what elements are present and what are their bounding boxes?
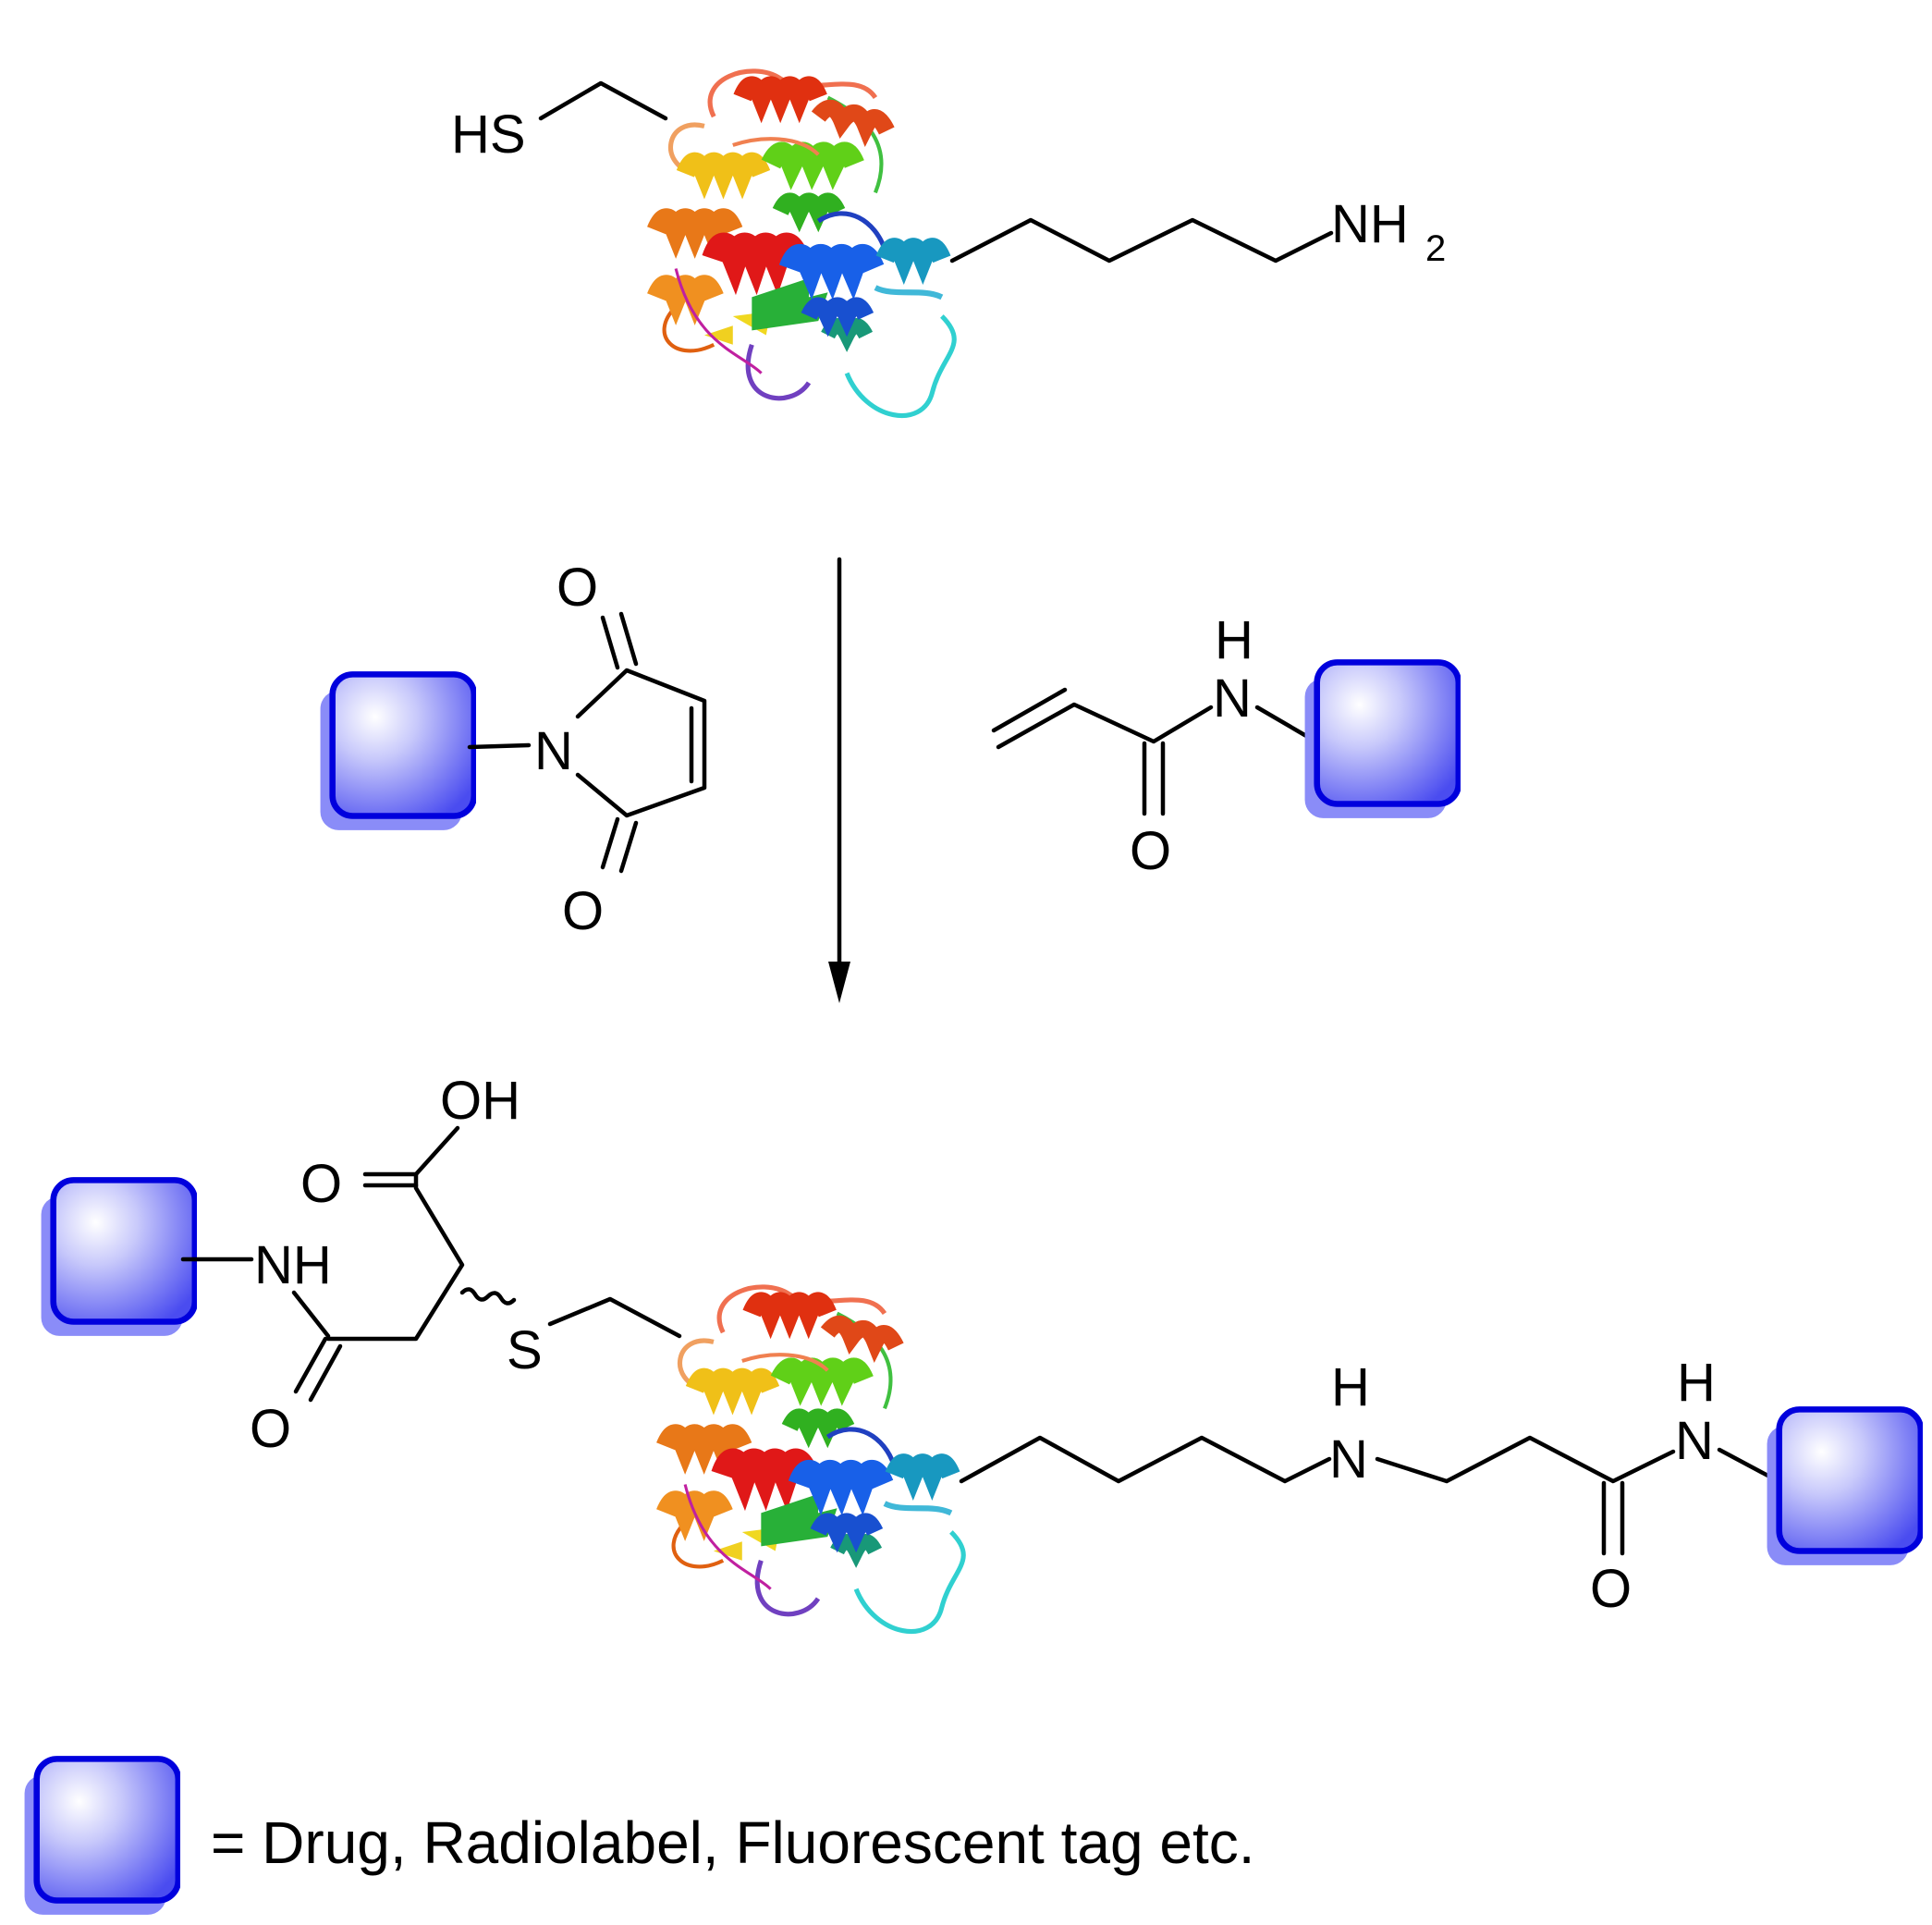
adduct-o-amide: O <box>250 1399 291 1459</box>
legend: = Drug, Radiolabel, Fluorescent tag etc. <box>25 1759 1255 1914</box>
adduct-amine-n: N <box>1329 1429 1368 1490</box>
adduct-amide-n: N <box>1675 1411 1714 1471</box>
conjugated-protein <box>666 1287 964 1632</box>
nh-label: NH <box>1331 194 1409 254</box>
legend-text: = Drug, Radiolabel, Fluorescent tag etc. <box>211 1809 1255 1876</box>
maleimide-n: N <box>534 721 573 781</box>
legend-tag-icon <box>25 1759 178 1914</box>
adduct-nh: NH <box>254 1235 332 1295</box>
lysine-chain: NH 2 <box>949 194 1446 269</box>
payload-tag-right <box>1767 1409 1921 1564</box>
thiosuccinimide-adduct: NH O O OH S <box>42 1071 682 1459</box>
adduct-o-acid: O <box>300 1154 342 1214</box>
maleimide-o-top: O <box>556 558 598 618</box>
payload-tag-maleimide <box>321 674 474 829</box>
starting-protein <box>657 71 955 416</box>
maleimide-o-bottom: O <box>562 881 604 941</box>
adduct-s: S <box>507 1320 543 1380</box>
nh2-subscript: 2 <box>1425 228 1446 269</box>
payload-tag-acrylamide <box>1305 662 1459 817</box>
acrylamide-h: H <box>1215 610 1253 670</box>
acrylamide-o: O <box>1130 821 1171 881</box>
acrylamide-reagent: O N H <box>991 610 1459 881</box>
adduct-amide-h: H <box>1677 1353 1716 1413</box>
hs-label: HS <box>451 104 526 165</box>
aza-michael-adduct: N H O N H <box>959 1353 1921 1619</box>
thiol-group: HS <box>451 80 668 165</box>
reaction-arrow <box>828 557 850 1003</box>
adduct-amide-o: O <box>1590 1559 1632 1619</box>
adduct-amine-h: H <box>1331 1357 1370 1417</box>
acrylamide-n: N <box>1213 668 1252 729</box>
adduct-oh: OH <box>440 1071 520 1131</box>
payload-tag-left <box>42 1180 195 1335</box>
maleimide-reagent: N O O <box>321 558 707 941</box>
